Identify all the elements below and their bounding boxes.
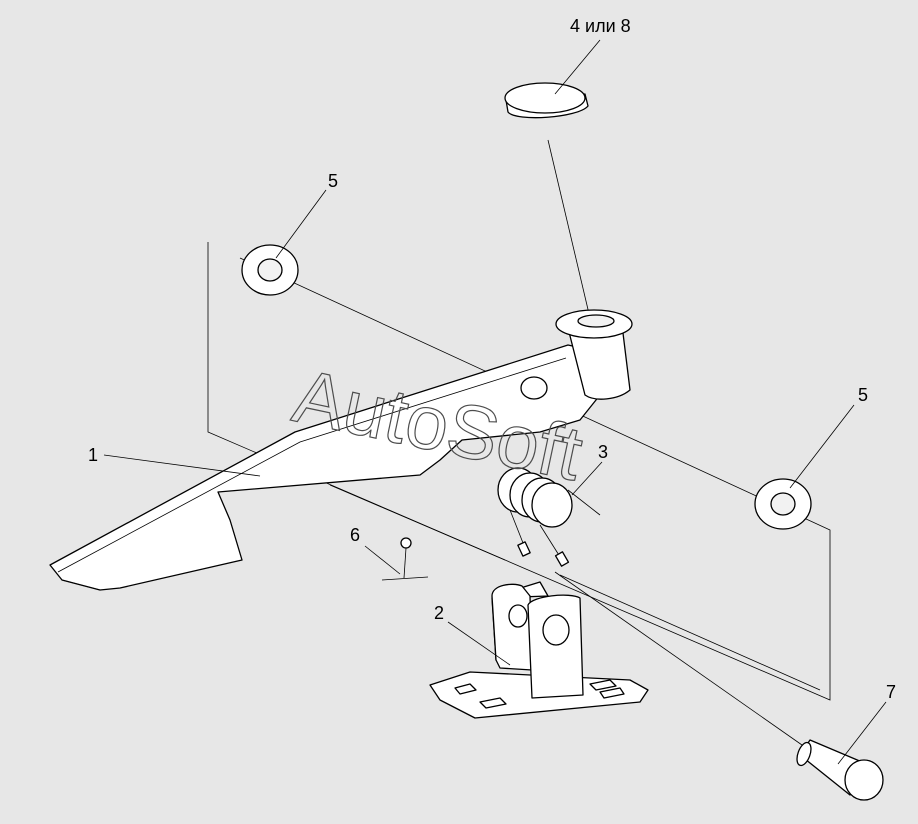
pedal-tip-edge xyxy=(61,579,101,591)
axis-bracket-line xyxy=(559,574,821,691)
bracket-ear-back-hole xyxy=(508,604,528,628)
spring-coil-4 xyxy=(531,482,573,528)
cotter-pin xyxy=(381,537,429,581)
bracket xyxy=(429,581,649,719)
bracket-ear-front-hole xyxy=(542,614,570,646)
leader-1 xyxy=(103,454,261,477)
sleeve-bore xyxy=(577,314,615,328)
leader-5a xyxy=(275,189,327,259)
pedal-pivot-hole xyxy=(520,376,548,400)
callout-labels: 1 2 3 4 или 8 5 5 6 7 xyxy=(88,16,896,702)
leader-4 xyxy=(554,39,601,95)
leader-3 xyxy=(571,461,603,496)
torsion-spring xyxy=(497,467,601,567)
bracket-slot-1 xyxy=(454,683,477,695)
bracket-ear-front xyxy=(527,594,584,699)
spring-leg-1 xyxy=(509,509,526,549)
leader-7 xyxy=(837,701,887,765)
sleeve-body xyxy=(567,324,631,400)
leader-lines xyxy=(103,39,887,765)
spring-leg-tip-1 xyxy=(517,541,531,557)
pedal-lever-edge xyxy=(57,357,567,573)
leader-6 xyxy=(364,545,401,575)
callout-3: 3 xyxy=(598,442,608,462)
axle-pin-end xyxy=(796,741,812,767)
callout-5-left: 5 xyxy=(328,171,338,191)
pedal-sleeve xyxy=(555,309,633,400)
spring-leg-tip-2 xyxy=(554,551,570,567)
assembly-axes xyxy=(207,139,831,753)
callout-5-right: 5 xyxy=(858,385,868,405)
axis-frame-left xyxy=(207,242,831,701)
callout-4-or-8: 4 или 8 xyxy=(570,16,631,36)
bracket-slot-2 xyxy=(479,697,507,709)
callout-1: 1 xyxy=(88,445,98,465)
axle-pin xyxy=(796,739,884,801)
pad-cap-top xyxy=(504,82,586,114)
washer-left-hole xyxy=(257,258,283,282)
callout-2: 2 xyxy=(434,603,444,623)
axle-pin-head xyxy=(844,759,884,801)
bracket-slot-3 xyxy=(589,679,617,691)
bracket-slot-4 xyxy=(599,687,625,699)
washer-left xyxy=(241,244,299,296)
pad-cap xyxy=(504,82,589,119)
washer-right-hole xyxy=(770,492,796,516)
leader-5b xyxy=(789,404,855,489)
cotter-pin-shank xyxy=(403,547,407,579)
leader-2 xyxy=(447,621,511,666)
axis-pin-line xyxy=(554,571,813,753)
cotter-pin-legs xyxy=(381,576,429,581)
axis-spring-line xyxy=(329,484,506,561)
spring-leg-3 xyxy=(567,489,601,516)
axis-cap-line xyxy=(547,139,591,319)
cotter-pin-eye xyxy=(400,537,412,549)
washer-right xyxy=(754,478,812,530)
callout-6: 6 xyxy=(350,525,360,545)
callout-7: 7 xyxy=(886,682,896,702)
